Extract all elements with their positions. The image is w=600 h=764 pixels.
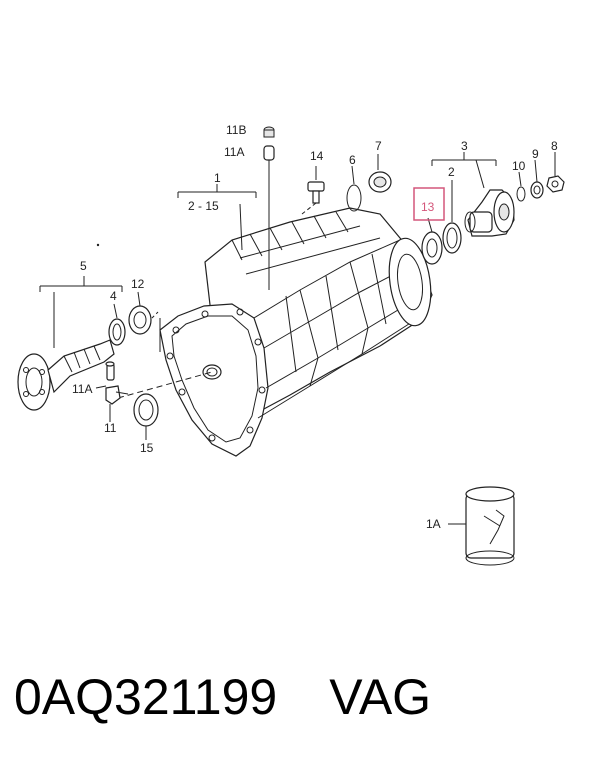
- oring-6: [346, 165, 362, 212]
- brand-name: VAG: [329, 669, 432, 725]
- circlip-4: [108, 303, 126, 346]
- label-6: 6: [349, 153, 356, 167]
- label-14: 14: [310, 149, 324, 163]
- label-9: 9: [532, 147, 539, 161]
- circlip-2: [442, 180, 462, 254]
- label-3: 3: [461, 139, 468, 153]
- label-11A-top: 11A: [224, 145, 244, 159]
- flange-3: [431, 152, 515, 237]
- label-1: 1: [214, 171, 221, 185]
- label-13: 13: [421, 200, 435, 214]
- label-11B: 11B: [226, 123, 246, 137]
- cap-7: [368, 154, 392, 193]
- washer-9: [530, 159, 544, 199]
- part-number: 0AQ321199: [14, 669, 278, 725]
- label-11: 11: [104, 421, 117, 435]
- sealant-tube-1A: [448, 486, 515, 566]
- seal-15: [133, 393, 159, 440]
- breather-11: [95, 361, 129, 422]
- bolt-14: [301, 166, 325, 215]
- washer-10: [516, 171, 526, 202]
- label-4: 4: [110, 289, 117, 303]
- seal-12: [128, 291, 161, 352]
- highlight-box-13: [413, 187, 445, 221]
- label-2: 2: [448, 165, 455, 179]
- shaft-5: [17, 276, 123, 411]
- footer-caption: 0AQ321199 VAG: [14, 668, 594, 738]
- label-10: 10: [512, 159, 526, 173]
- transmission-housing: [96, 207, 433, 457]
- seal-13: [421, 217, 443, 265]
- label-12: 12: [131, 277, 145, 291]
- label-7: 7: [375, 139, 382, 153]
- label-8: 8: [551, 139, 558, 153]
- nut-8: [546, 152, 565, 193]
- label-2-15: 2 - 15: [188, 199, 219, 213]
- label-5: 5: [80, 259, 87, 273]
- label-1A: 1A: [426, 517, 441, 531]
- exploded-parts-diagram: 11B 11A 14 6 7 3 2 10 9 8 1 2 - 15 13 5 …: [17, 123, 565, 566]
- label-15: 15: [140, 441, 154, 455]
- bracket-1: [177, 184, 257, 251]
- sleeve-11A-11B: [263, 126, 275, 290]
- label-11A-left: 11A: [72, 382, 92, 396]
